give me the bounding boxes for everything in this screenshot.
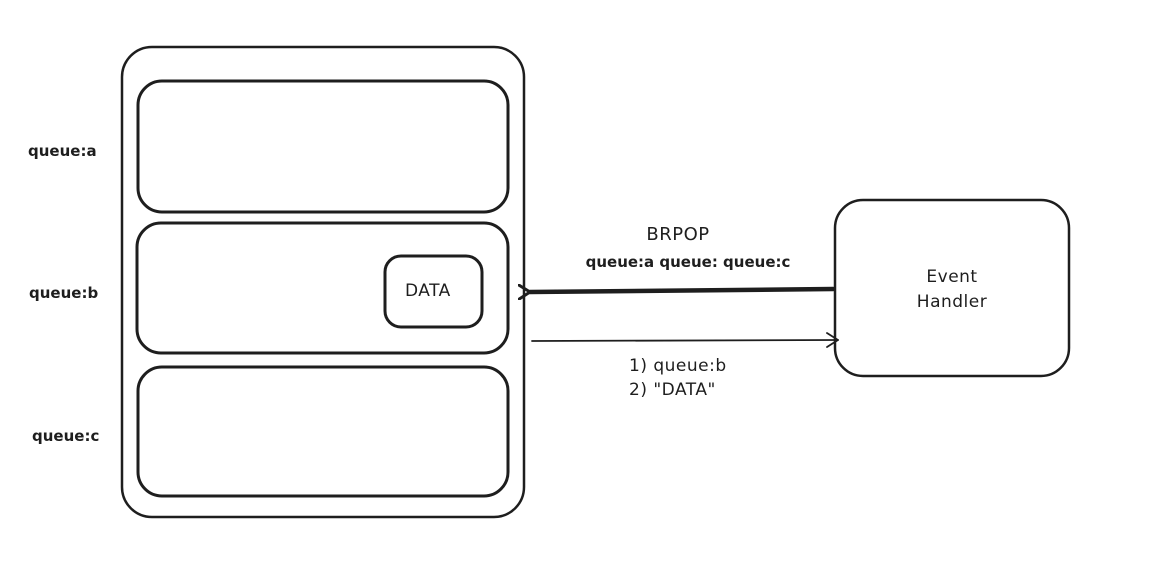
queue-c-box: [136, 365, 510, 498]
event-handler-line-2: Handler: [916, 292, 988, 312]
brpop-args-label: queue:a queue: queue:c: [585, 253, 791, 271]
queue-b-label: queue:b: [29, 284, 99, 302]
event-handler-line-1: Event: [926, 267, 978, 287]
data-item-box: [383, 254, 484, 329]
response-line-1: 1) queue:b: [629, 356, 727, 376]
queue-a-label: queue:a: [28, 142, 97, 160]
queue-b-box: [135, 221, 510, 355]
queue-c-label: queue:c: [32, 427, 100, 445]
queue-a-box: [136, 79, 510, 214]
response-line-2: 2) "DATA": [629, 380, 716, 400]
redis-container: [120, 45, 526, 519]
brpop-request-arrow: [530, 289, 836, 292]
brpop-command-label: BRPOP: [646, 224, 710, 245]
data-item-label: DATA: [405, 281, 451, 301]
brpop-response-label: 1) queue:b 2) "DATA": [629, 354, 727, 402]
event-handler-label: Event Handler: [895, 265, 1009, 315]
brpop-response-arrow: [531, 332, 839, 348]
